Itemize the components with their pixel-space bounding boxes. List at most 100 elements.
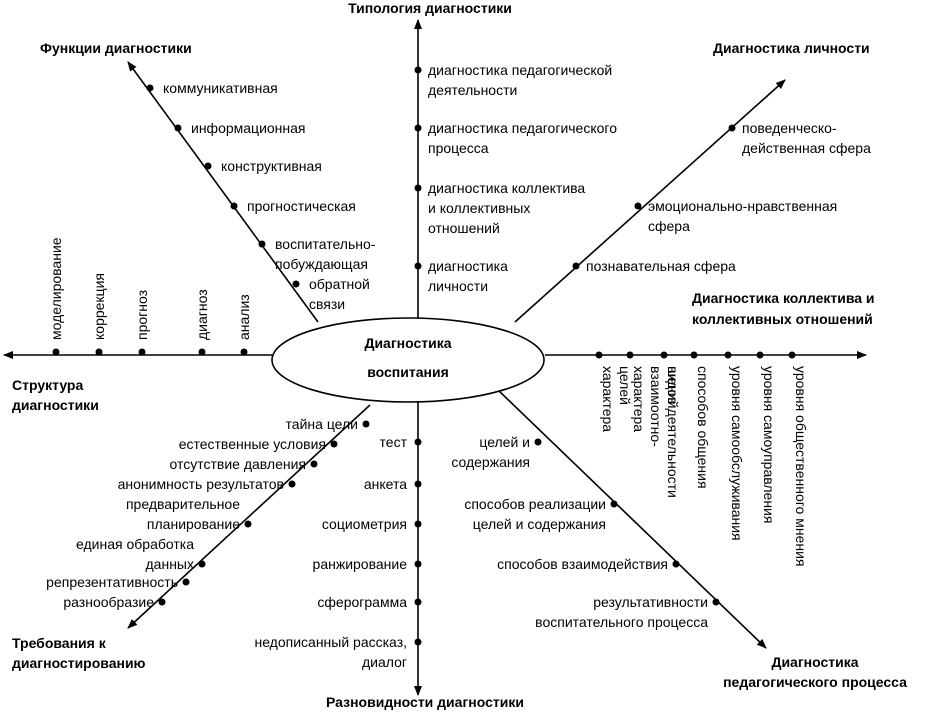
collective-item-3-dot [690,351,698,359]
personality-item-2: познавательная сфера [586,258,736,274]
requirement-item-4-dot [244,520,252,528]
typology-item-0-dot [414,66,422,74]
requirement-item-1-dot [330,440,338,448]
function-item-2: конструктивная [221,158,322,174]
heading-requirements-line2: диагностированию [12,655,146,671]
function-item-1-dot [174,124,182,132]
requirement-item-6: репрезентативность [46,574,178,590]
axis-functions [127,61,319,323]
function-item-5-dot [292,280,300,288]
structure-item-4: анализ [236,294,252,340]
kind-item-3-dot [414,560,422,568]
axis-pedprocess [497,389,767,649]
kind-item-2-dot [414,520,422,528]
heading-structure-line2: диагностики [12,397,99,413]
function-item-0-dot [146,84,154,92]
structure-item-3-dot [198,348,206,356]
kind-item-5-dot [414,638,422,646]
function-item-3-dot [230,202,238,210]
collective-item-0-dot [595,351,603,359]
requirement-item-7: разнообразие [63,594,154,610]
kind-item-5: недописанный рассказ,диалог [254,634,407,670]
structure-item-1-dot [95,348,103,356]
collective-item-0: характерацелей [600,366,633,432]
collective-item-4-dot [724,351,732,359]
kind-item-4: сферограмма [317,594,407,610]
collective-item-6: уровня общественного мнения [793,366,809,566]
heading-structure-line1: Структура [12,377,83,393]
heading-personality: Диагностика личности [713,40,870,56]
collective-item-5-dot [756,351,764,359]
structure-item-3: диагноз [194,289,210,340]
pedprocess-item-1-dot [610,500,618,508]
typology-item-1-dot [414,124,422,132]
requirement-item-0: тайна цели [286,416,358,432]
requirement-item-6-dot [182,578,190,586]
function-item-0: коммуникативная [163,80,278,96]
center-label-line2: воспитания [367,364,449,380]
kind-item-2: социометрия [322,516,407,532]
heading-collective-line1: Диагностика коллектива и [692,290,875,306]
requirement-item-2: отсутствие давления [170,456,307,472]
collective-item-6-dot [788,351,796,359]
requirement-item-3: анонимность результатов [118,476,284,492]
collective-item-2-dot [660,351,668,359]
heading-functions: Функции диагностики [40,40,192,56]
requirement-item-5-dot [198,560,206,568]
heading-pedprocess-line1: Диагностика [771,654,858,670]
requirement-item-3-dot [288,480,296,488]
collective-item-4: уровня самообслуживания [729,366,745,541]
pedprocess-item-2-dot [672,560,680,568]
center-ellipse [271,317,545,403]
heading-kinds: Разновидности диагностики [326,694,524,710]
function-item-1: информационная [191,120,306,136]
heading-typology: Типология диагностики [348,0,512,16]
axis-personality [514,79,786,323]
structure-item-1: коррекция [91,273,107,340]
function-item-2-dot [204,162,212,170]
kind-item-1: анкета [364,476,407,492]
kind-item-4-dot [414,598,422,606]
axis-requirements [127,404,371,629]
kind-item-1-dot [414,480,422,488]
collective-item-2: видов деятельности [665,366,681,498]
structure-item-0: моделирование [48,237,64,340]
center-label-line1: Диагностика [364,335,451,351]
typology-item-2-dot [414,184,422,192]
typology-item-3-dot [414,262,422,270]
function-item-3: прогностическая [247,198,356,214]
personality-item-0: поведенческо-действенная сфера [742,120,871,156]
structure-item-2: прогноз [134,290,150,340]
heading-requirements-line1: Требования к [12,635,107,651]
kind-item-0-dot [414,438,422,446]
function-item-4-dot [258,240,266,248]
structure-item-2-dot [138,348,146,356]
collective-item-3: способов общения [695,366,711,489]
pedprocess-item-0-dot [534,438,542,446]
collective-item-1-dot [626,351,634,359]
requirement-item-2-dot [310,460,318,468]
structure-item-4-dot [240,348,248,356]
requirement-item-7-dot [158,598,166,606]
kind-item-3: ранжирование [313,556,408,572]
personality-item-1-dot [634,202,642,210]
heading-collective-line2: коллективных отношений [692,311,873,327]
structure-item-0-dot [52,348,60,356]
pedprocess-item-3-dot [712,598,720,606]
personality-item-2-dot [572,262,580,270]
collective-item-5: уровня самоуправления [761,366,777,523]
personality-item-0-dot [728,124,736,132]
function-item-4: воспитательно-побуждающая [275,236,376,272]
kind-item-0: тест [380,434,408,450]
